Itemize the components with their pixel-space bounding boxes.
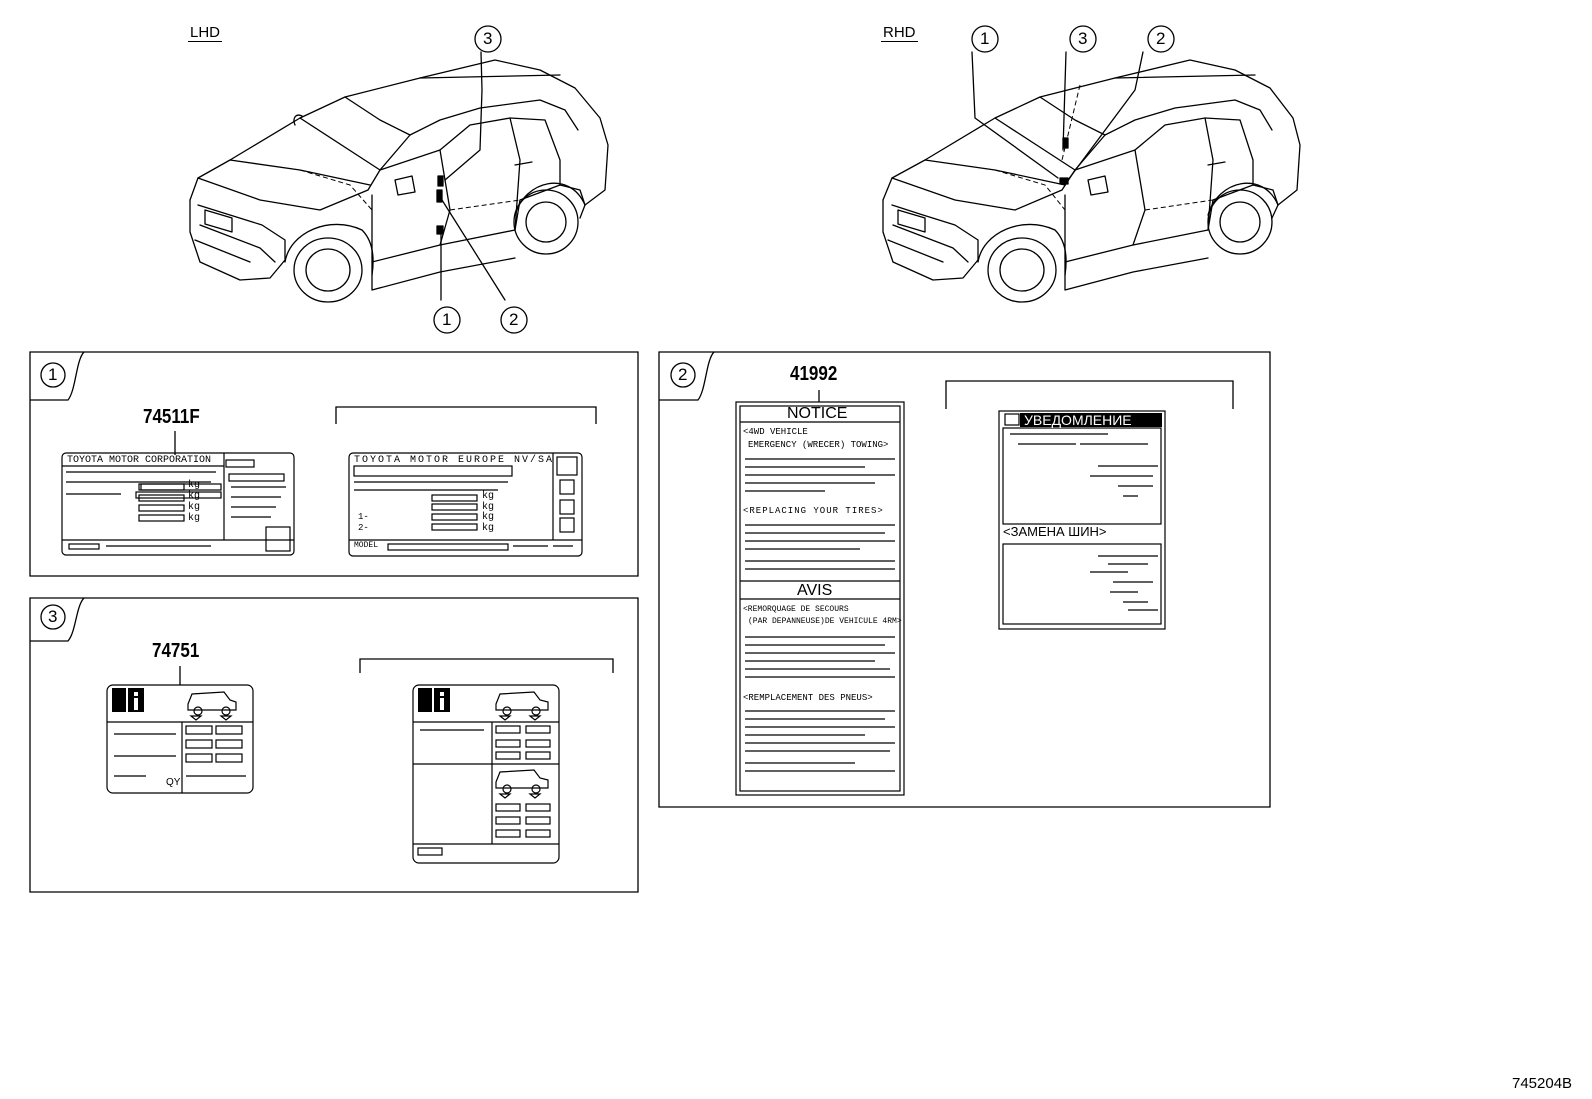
label-b-unit-4: kg — [482, 523, 495, 534]
notice-line-1: <4WD VEHICLE — [743, 427, 808, 437]
label-a-company: TOYOTA MOTOR CORPORATION — [67, 455, 212, 466]
label-toyota-motor-corporation — [61, 452, 295, 556]
label-b-model: MODEL — [354, 541, 379, 550]
panel-1-callout: 1 — [48, 365, 58, 384]
avis-section-2: <REMPLACEMENT DES PNEUS> — [743, 693, 873, 703]
label-toyota-motor-europe — [348, 452, 583, 557]
avis-line-2: (PAR DEPANNEUSE)DE VEHICULE 4RM> — [748, 617, 902, 626]
label-b-unit-2: kg — [482, 502, 495, 513]
vehicle-rhd-illustration — [882, 51, 1301, 303]
diagram-id: 745204B — [1512, 1075, 1573, 1092]
label-notice-avis — [735, 401, 905, 796]
label-a-unit-1: kg — [188, 480, 201, 491]
notice-section-2: <REPLACING YOUR TIRES> — [743, 506, 884, 516]
callout-lhd-1: 1 — [442, 310, 452, 329]
rhd-heading: RHD — [881, 24, 918, 42]
callout-rhd-3: 3 — [1078, 29, 1088, 48]
label-russian-notice — [998, 410, 1166, 630]
russian-notice-title: УВЕДОМЛЕНИЕ — [1024, 412, 1132, 428]
vehicle-lhd-illustration — [189, 51, 609, 303]
notice-title: NOTICE — [787, 405, 848, 422]
label-b-row-1: 1- — [358, 512, 369, 522]
avis-line-1: <REMORQUAGE DE SECOURS — [743, 605, 849, 614]
lhd-heading: LHD — [188, 24, 223, 42]
panel-3-callout: 3 — [48, 607, 58, 626]
callout-rhd-1: 1 — [980, 29, 990, 48]
part-number-74751: 74751 — [152, 640, 200, 662]
label-b-company: TOYOTA MOTOR EUROPE NV/SA — [354, 455, 555, 466]
avis-title: AVIS — [797, 582, 833, 599]
label-a-unit-2: kg — [188, 491, 201, 502]
panel-2-callout: 2 — [678, 365, 688, 384]
notice-line-2: EMERGENCY (WRECER) TOWING> — [748, 440, 889, 450]
callout-lhd-3: 3 — [483, 29, 493, 48]
label-a-unit-4: kg — [188, 513, 201, 524]
callout-lhd-2: 2 — [509, 310, 519, 329]
label-manual-info-large — [412, 684, 560, 864]
part-number-41992: 41992 — [790, 363, 838, 385]
label-b-unit-3: kg — [482, 512, 495, 523]
label-manual-info-small — [106, 684, 254, 794]
label-b-row-2: 2- — [358, 523, 369, 533]
label-a-unit-3: kg — [188, 502, 201, 513]
label-qty: QY — [166, 777, 181, 788]
callout-rhd-2: 2 — [1156, 29, 1166, 48]
label-b-unit-1: kg — [482, 491, 495, 502]
part-number-74511f: 74511F — [143, 406, 200, 428]
russian-section-2: <ЗАМЕНА ШИН> — [1003, 524, 1107, 539]
